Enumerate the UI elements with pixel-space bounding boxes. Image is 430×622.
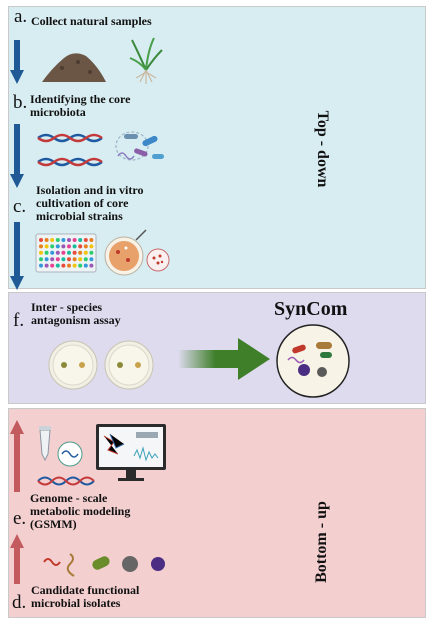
bacteria-icon	[115, 131, 164, 161]
step-b-letter: b.	[13, 92, 28, 113]
step-f-label: Inter - species antagonism assay	[31, 300, 121, 327]
step-a-label: Collect natural samples	[31, 14, 152, 28]
petri-dish-pair-icon	[48, 340, 154, 390]
dna-helix-icon	[37, 476, 95, 486]
microbe-isolates-icon	[43, 553, 165, 577]
step-c-label: Isolation and in vitro cultivation of co…	[36, 183, 144, 223]
syncom-community-icon	[276, 324, 350, 398]
sequencing-tube-icon	[39, 426, 83, 467]
bottom-up-label: Bottom - up	[313, 501, 330, 583]
computer-monitor-icon	[96, 424, 166, 481]
microscope-circle-icon	[146, 248, 170, 272]
soil-pile-icon	[42, 53, 106, 82]
step-d-label: Candidate functional microbial isolates	[31, 583, 140, 610]
step-b-label: Identifying the core microbiota	[30, 92, 131, 119]
step-e-letter: e.	[13, 508, 27, 529]
petri-dish-icon	[104, 229, 147, 276]
step-a-letter: a.	[14, 6, 28, 27]
syncom-label: SynCom	[274, 298, 348, 320]
multiwell-plate-icon	[35, 233, 97, 273]
step-e-label: Genome - scale metabolic modeling (GSMM)	[30, 491, 131, 531]
up-arrow-icon	[10, 534, 24, 584]
step-f-letter: f.	[13, 310, 25, 331]
step-d-letter: d.	[12, 592, 27, 613]
down-arrow-icon	[10, 124, 24, 188]
step-c-letter: c.	[13, 196, 27, 217]
up-arrow-icon	[10, 420, 24, 492]
plant-seedling-icon	[129, 37, 163, 84]
green-arrow-icon	[178, 338, 270, 380]
dna-helix-icon	[37, 133, 103, 167]
top-down-label: Top - down	[314, 110, 331, 188]
bottom-up-panel	[8, 408, 426, 618]
down-arrow-icon	[10, 40, 24, 84]
down-arrow-icon	[10, 222, 24, 290]
